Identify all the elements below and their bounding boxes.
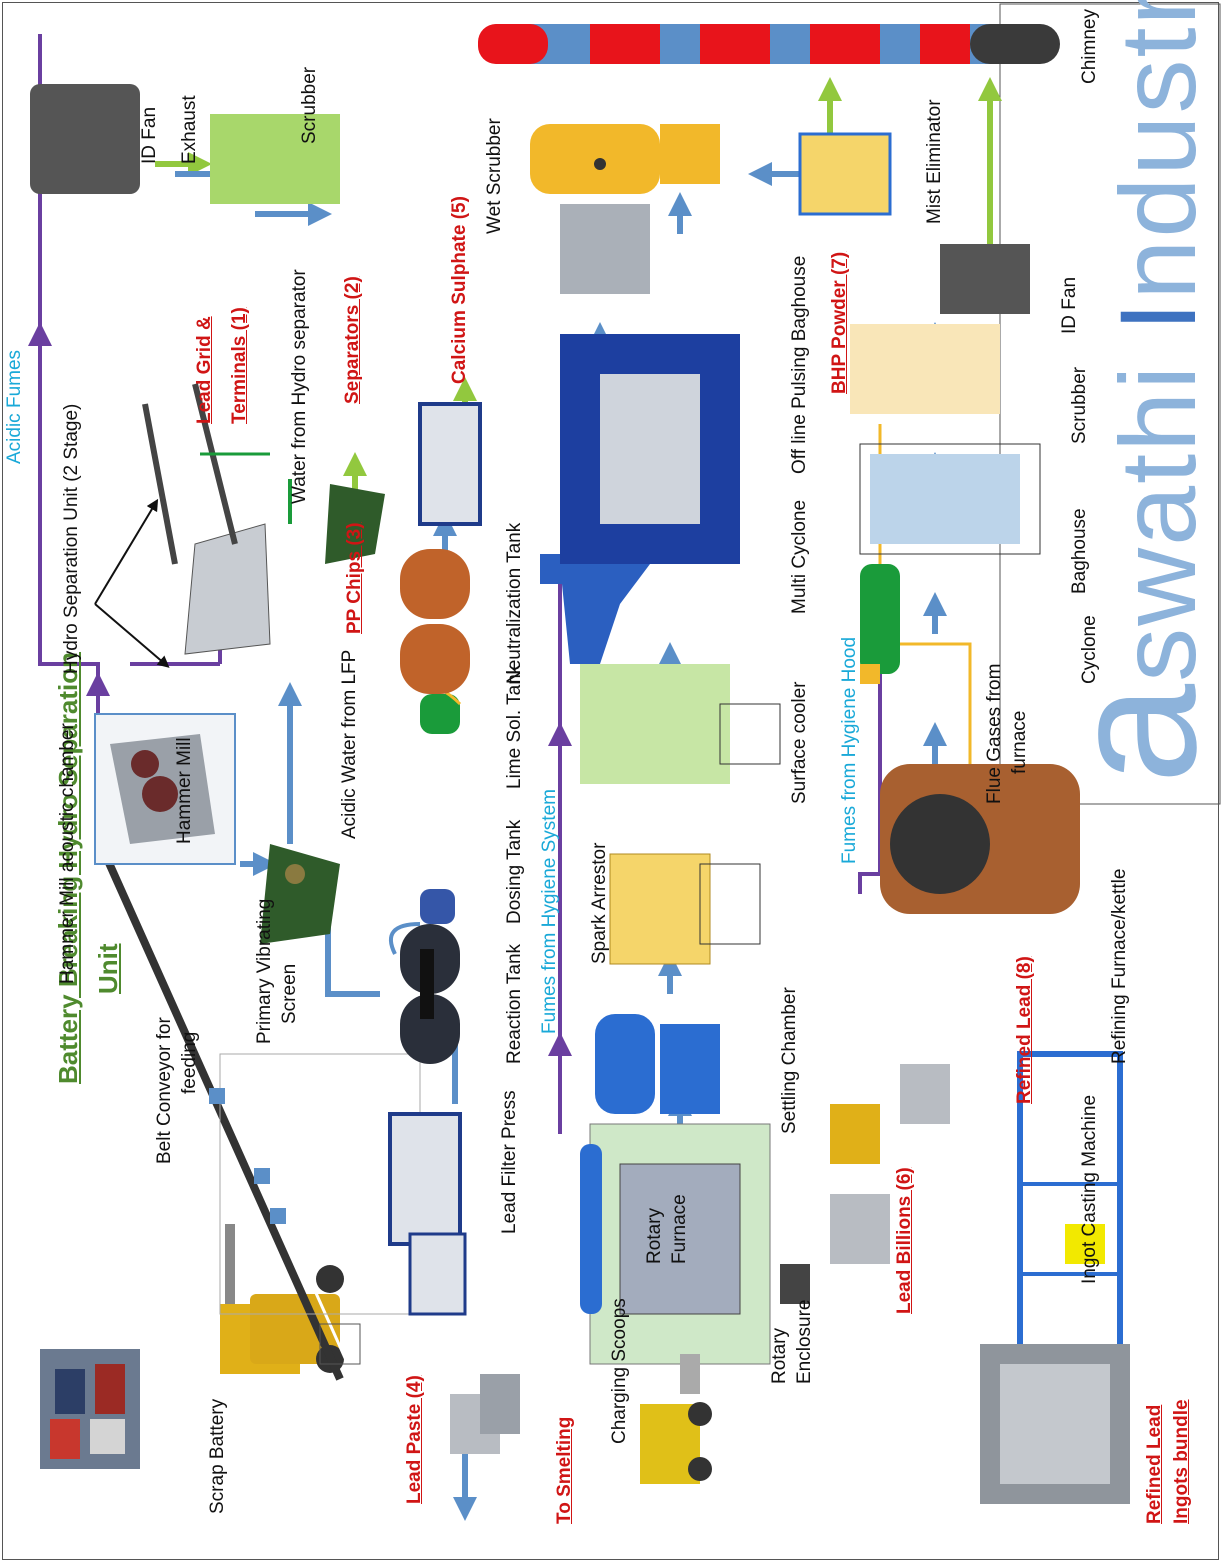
primary-vibrating-screen xyxy=(260,844,340,944)
forklift-image xyxy=(220,1224,344,1374)
to-smelting-label: To Smelting xyxy=(554,1416,575,1524)
pulsing-baghouse-photo xyxy=(560,334,740,564)
lead-filter-press xyxy=(388,1112,467,1316)
exhaust-label: Exhaust xyxy=(179,95,200,164)
lead-paste-blocks xyxy=(450,1374,520,1454)
reaction-tank xyxy=(400,924,460,1064)
spark-arrestor-label: Spark Arrestor xyxy=(589,842,610,964)
lead-filter-press-label: Lead Filter Press xyxy=(499,1090,520,1234)
chimney-stack xyxy=(478,24,1060,64)
multi-cyclone-label: Multi Cyclone xyxy=(789,499,810,614)
multi-cyclone xyxy=(540,554,650,664)
title-line2: Unit xyxy=(93,943,123,994)
belt-conveyor-label-1: Belt Conveyor for xyxy=(154,1017,175,1164)
acidic-water-label: Acidic Water from LFP xyxy=(339,649,360,839)
surface-cooler xyxy=(580,664,781,784)
hydro-separation-label: Hydro Separation Unit (2 Stage) xyxy=(61,403,82,674)
company-logo-text: aswathi Industries limited xyxy=(1030,0,1223,784)
reaction-tank-label: Reaction Tank xyxy=(504,943,525,1064)
lead-grid-label-2: Terminals (1) xyxy=(229,307,250,424)
pp-chips-label: PP Chips (3) xyxy=(344,522,365,634)
rotary-furnace-label-1: Rotary xyxy=(644,1208,665,1264)
primary-screen-label-1: Primary Vibrating xyxy=(254,898,275,1044)
id-fan-top-label: ID Fan xyxy=(139,106,160,164)
hammer-mill-chamber-label: Hammer Mill acoustic chamber xyxy=(57,723,78,984)
scrubber-top-label: Scrubber xyxy=(299,66,320,144)
rotary-enclosure-label-1: Rotary xyxy=(769,1328,790,1384)
scrap-battery-label: Scrap Battery xyxy=(207,1398,228,1514)
id-fan-bottom xyxy=(940,244,1030,314)
brand-a: a xyxy=(1033,681,1223,784)
scrubber-bottom xyxy=(850,324,1000,414)
ingot-casting-label: Ingot Casting Machine xyxy=(1079,1094,1100,1284)
neutralization-tank-label: Neutralization Tank xyxy=(504,522,525,684)
cyclone-green xyxy=(860,564,900,684)
charging-scoops-image xyxy=(640,1354,712,1484)
brand-i: I xyxy=(1097,299,1218,332)
hydro-pointer-arrows xyxy=(94,498,170,668)
bhp-powder-label: BHP Powder (7) xyxy=(829,251,850,394)
baghouse-small xyxy=(859,443,1041,555)
calcium-filter-press xyxy=(418,402,482,526)
settling-chamber xyxy=(595,1014,720,1114)
mist-eliminator xyxy=(798,132,892,216)
wet-scrubber xyxy=(530,124,720,194)
hydro-separation-unit xyxy=(142,383,292,655)
fumes-hygiene-system-label: Fumes from Hygiene System xyxy=(539,789,560,1034)
surface-cooler-label: Surface cooler xyxy=(789,681,810,804)
secondary-screen xyxy=(325,484,385,564)
ingot-casting-machine xyxy=(1017,1051,1123,1387)
spark-arrestor xyxy=(609,853,761,965)
calcium-sulphate-label: Calcium Sulphate (5) xyxy=(449,196,470,384)
refined-lead-label: Refined Lead (8) xyxy=(1014,956,1035,1104)
hammer-mill-chamber xyxy=(94,713,236,865)
neutralization-tank xyxy=(400,549,470,694)
charging-scoops-label: Charging Scoops xyxy=(609,1298,630,1444)
ingots-bundle-label-1: Refined Lead xyxy=(1144,1404,1165,1524)
lead-billions-label: Lead Billions (6) xyxy=(894,1167,915,1314)
lead-grid-label-1: Lead Grid & xyxy=(194,316,215,424)
ingots-bundle-label-2: Ingots bundle xyxy=(1171,1399,1192,1524)
scrap-battery-image xyxy=(40,1349,140,1469)
rotary-enclosure xyxy=(580,1123,810,1365)
scrubber-fan xyxy=(560,204,650,294)
dosing-tank-label: Dosing Tank xyxy=(504,819,525,924)
flue-gases-label-2: furnace xyxy=(1009,710,1030,774)
belt-conveyor-label-2: feeding xyxy=(179,1031,200,1094)
separators-label: Separators (2) xyxy=(342,276,363,404)
scrubber-top xyxy=(210,114,340,204)
water-from-hydro-label: Water from Hydro separator xyxy=(289,269,310,504)
dosing-tank xyxy=(388,889,455,955)
settling-chamber-label: Settling Chamber xyxy=(779,987,800,1134)
brand-part-1: swathi xyxy=(1097,331,1218,682)
hygiene-hood-line xyxy=(858,674,882,894)
flue-gases-label-1: Flue Gases from xyxy=(984,663,1005,804)
rotary-enclosure-label-2: Enclosure xyxy=(794,1299,815,1385)
mist-eliminator-label: Mist Eliminator xyxy=(924,99,945,224)
acidic-fumes-label: Acidic Fumes xyxy=(4,349,25,464)
baghouse-pulsing-label: Off line Pulsing Baghouse xyxy=(789,255,810,474)
ingot-bundle-photo xyxy=(980,1344,1130,1504)
refining-furnace-label: Refining Furnace/kettle xyxy=(1109,868,1130,1064)
wet-scrubber-label: Wet Scrubber xyxy=(484,118,505,234)
fumes-hygiene-hood-label: Fumes from Hygiene Hood xyxy=(839,636,860,864)
id-fan-top xyxy=(30,84,140,194)
primary-screen-label-2: Screen xyxy=(279,963,300,1024)
lead-billion-blocks xyxy=(830,1064,950,1264)
brand-part-2: ndustries xyxy=(1097,0,1218,300)
lead-paste-label: Lead Paste (4) xyxy=(404,1375,425,1504)
rotary-furnace-label-2: Furnace xyxy=(669,1194,690,1264)
refining-furnace xyxy=(880,764,1080,914)
hammer-mill-label: Hammer Mill xyxy=(174,737,195,844)
